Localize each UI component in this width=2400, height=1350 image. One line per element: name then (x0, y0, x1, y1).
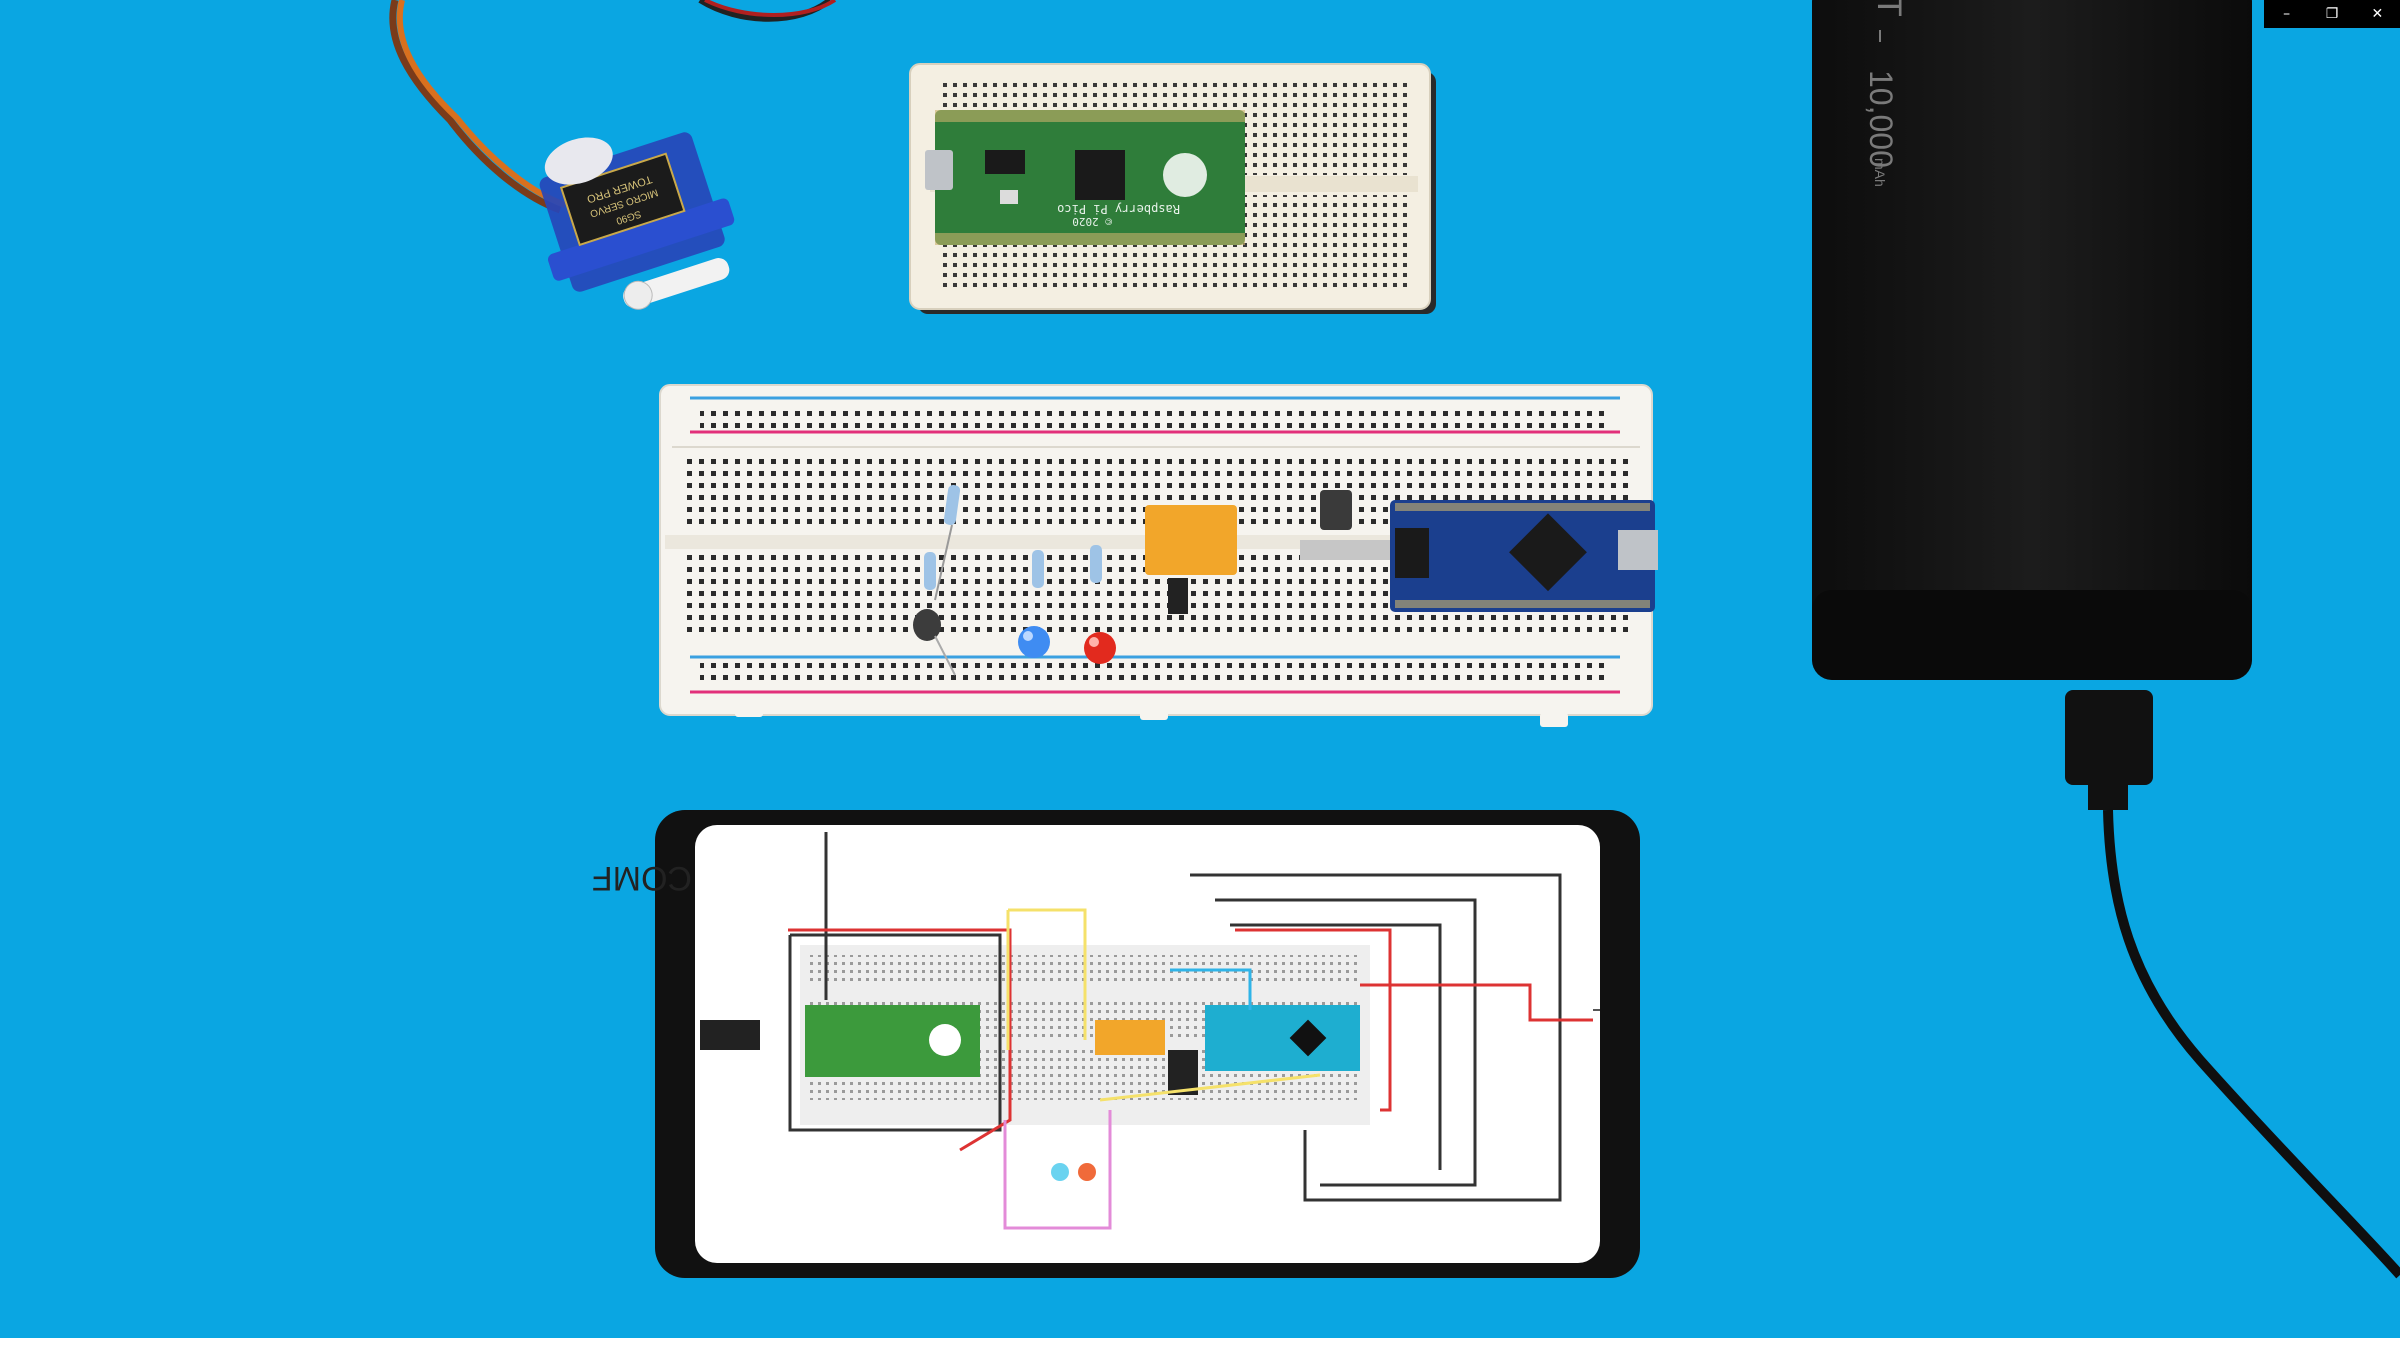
close-button[interactable]: ✕ (2371, 6, 2384, 22)
pico-year: © 2020 (1072, 215, 1112, 228)
minimize-button[interactable]: – (2283, 6, 2291, 22)
power-bank: 10,000 mAh T (1812, 0, 2252, 680)
window-controls: – ❐ ✕ (2264, 0, 2400, 28)
resistors (924, 485, 1102, 601)
powerbank-brand: T (1870, 0, 1908, 17)
raspberry-logo-icon (1163, 153, 1207, 197)
powerbank-capacity: 10,000 (1863, 70, 1899, 168)
phone-heading: COMF (592, 859, 692, 897)
servo-wires (389, 0, 837, 214)
servo-motor: TOWER PRO MICRO SERVO SG90 (539, 132, 735, 310)
phone-circuit-diagram: COMF (592, 832, 1600, 1230)
blue-led (1018, 626, 1050, 658)
raspberry-pi-pico: Raspberry Pi Pico © 2020 (925, 110, 1245, 245)
pico-silkscreen: Raspberry Pi Pico (1057, 202, 1180, 216)
transistor (913, 609, 956, 676)
arduino-nano (1390, 500, 1658, 612)
relay (1145, 505, 1237, 614)
red-led (1084, 632, 1116, 664)
usb-cable (2065, 690, 2400, 1279)
bottom-white-strip (0, 1338, 2400, 1350)
restore-button[interactable]: ❐ (2325, 6, 2339, 22)
ir-receiver (1300, 490, 1395, 560)
powerbank-unit: mAh (1872, 158, 1888, 187)
